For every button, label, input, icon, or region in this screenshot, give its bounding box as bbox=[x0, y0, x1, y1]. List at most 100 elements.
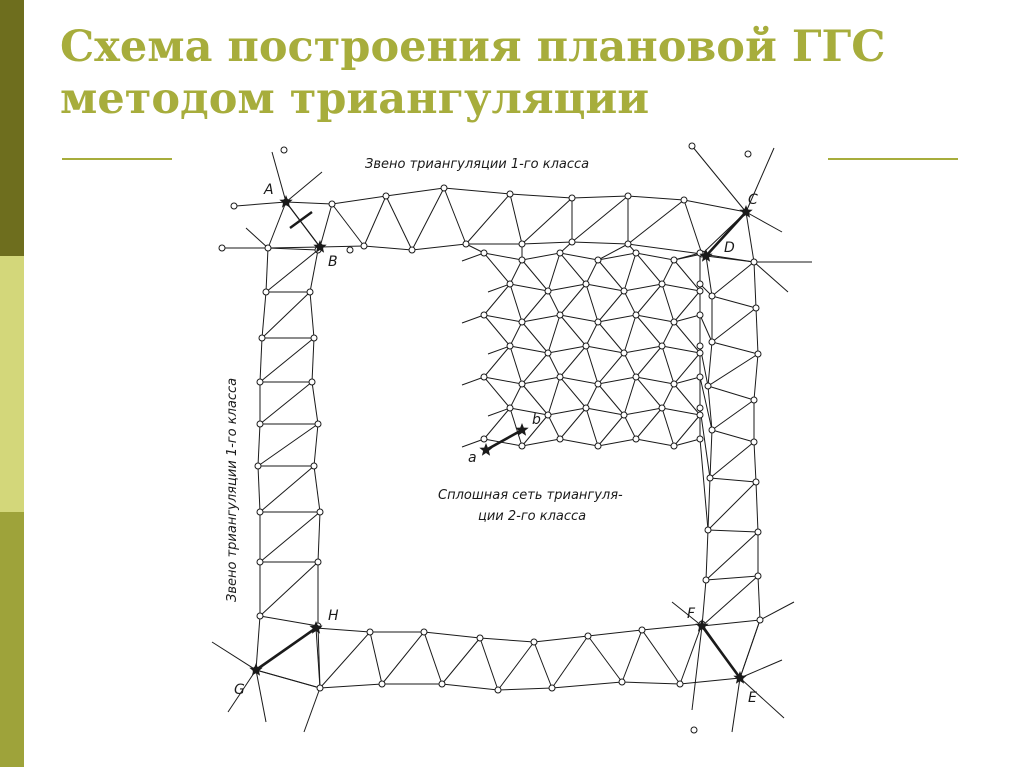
network-line bbox=[245, 227, 269, 249]
network-line bbox=[635, 376, 663, 409]
network-line bbox=[705, 255, 755, 263]
network-line bbox=[699, 314, 713, 343]
network-line bbox=[635, 252, 663, 285]
point-label-e: E bbox=[748, 690, 757, 706]
network-line bbox=[709, 477, 757, 483]
network-node bbox=[696, 404, 704, 412]
network-line bbox=[673, 314, 701, 323]
network-line bbox=[661, 383, 675, 409]
network-node bbox=[378, 680, 386, 688]
network-line bbox=[497, 687, 553, 691]
network-line bbox=[571, 195, 629, 243]
network-line bbox=[255, 669, 267, 723]
network-line bbox=[331, 195, 387, 205]
network-line bbox=[627, 195, 685, 201]
network-line bbox=[739, 619, 761, 679]
network-line bbox=[661, 407, 675, 447]
network-line bbox=[587, 635, 623, 683]
network-line bbox=[571, 241, 629, 245]
network-node bbox=[696, 373, 704, 381]
network-node bbox=[624, 192, 632, 200]
network-line bbox=[487, 283, 511, 293]
network-line bbox=[521, 259, 549, 292]
control-point-h bbox=[309, 621, 323, 634]
network-node bbox=[506, 342, 514, 350]
triangulation-network: Звено триангуляции 1-го класса Звено три… bbox=[211, 142, 812, 734]
network-line bbox=[623, 345, 663, 354]
network-node bbox=[632, 373, 640, 381]
point-label-b-lower: b bbox=[532, 412, 541, 428]
network-line bbox=[623, 314, 637, 354]
network-line bbox=[259, 381, 313, 425]
network-node bbox=[704, 382, 712, 390]
network-line bbox=[623, 352, 637, 378]
network-line bbox=[483, 407, 511, 440]
network-node bbox=[688, 142, 696, 150]
network-node bbox=[702, 576, 710, 584]
network-line bbox=[259, 337, 315, 383]
network-line bbox=[265, 247, 269, 293]
network-line bbox=[521, 414, 549, 447]
network-line bbox=[755, 307, 759, 355]
caption-center-line1: Сплошная сеть триангуля- bbox=[438, 488, 623, 503]
network-node bbox=[556, 249, 564, 257]
network-node bbox=[658, 280, 666, 288]
network-line bbox=[635, 407, 663, 440]
network-line bbox=[257, 423, 261, 467]
network-node bbox=[506, 190, 514, 198]
network-node bbox=[518, 256, 526, 264]
control-point-f bbox=[695, 619, 709, 632]
network-line bbox=[547, 414, 561, 440]
network-node bbox=[306, 288, 314, 296]
network-node bbox=[594, 442, 602, 450]
network-line bbox=[385, 187, 445, 197]
network-line bbox=[309, 249, 319, 293]
network-node bbox=[382, 192, 390, 200]
network-line bbox=[461, 314, 485, 324]
network-line bbox=[711, 307, 757, 343]
network-line bbox=[705, 531, 759, 581]
network-node bbox=[544, 349, 552, 357]
point-label-c: C bbox=[748, 192, 758, 208]
network-node bbox=[670, 318, 678, 326]
network-line bbox=[483, 283, 511, 316]
network-line bbox=[487, 407, 511, 417]
network-line bbox=[261, 291, 267, 339]
network-line bbox=[559, 438, 599, 447]
network-line bbox=[551, 681, 623, 689]
control-point-g bbox=[249, 663, 263, 676]
network-line bbox=[711, 429, 755, 443]
network-line bbox=[559, 345, 587, 378]
network-line bbox=[585, 383, 599, 409]
network-node bbox=[308, 378, 316, 386]
network-line bbox=[699, 407, 711, 479]
network-node bbox=[708, 426, 716, 434]
network-line bbox=[745, 211, 755, 263]
network-line bbox=[683, 199, 747, 213]
network-line bbox=[521, 376, 561, 385]
network-node bbox=[518, 318, 526, 326]
network-line bbox=[635, 252, 675, 261]
network-line bbox=[691, 145, 747, 213]
network-line bbox=[483, 438, 523, 447]
network-line bbox=[257, 465, 261, 513]
network-line bbox=[623, 290, 637, 316]
network-node bbox=[704, 526, 712, 534]
network-line bbox=[509, 283, 523, 323]
network-line bbox=[509, 283, 549, 292]
network-line bbox=[547, 314, 561, 354]
network-node bbox=[346, 246, 354, 254]
network-node bbox=[638, 626, 646, 634]
network-line bbox=[369, 631, 383, 685]
baseline-a-b bbox=[289, 211, 313, 229]
network-line bbox=[319, 683, 383, 689]
network-line bbox=[627, 243, 703, 255]
point-label-d: D bbox=[724, 240, 735, 256]
network-line bbox=[635, 314, 663, 347]
network-node bbox=[556, 311, 564, 319]
point-label-g: G bbox=[234, 682, 245, 698]
network-line bbox=[641, 629, 681, 685]
network-line bbox=[623, 376, 637, 416]
network-node bbox=[620, 287, 628, 295]
network-line bbox=[319, 631, 371, 689]
